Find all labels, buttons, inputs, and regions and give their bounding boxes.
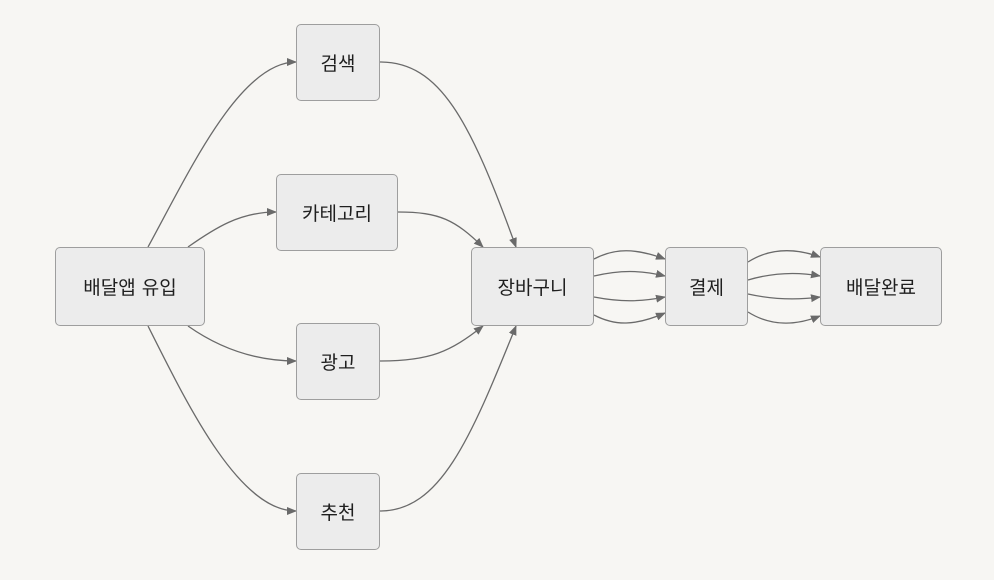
node-delivered: 배달완료: [820, 247, 942, 326]
edge-entry-ad: [187, 325, 297, 365]
edge-cart-payment-4: [593, 312, 666, 324]
edge-entry-category: [187, 208, 277, 248]
node-recommend: 추천: [296, 473, 380, 550]
edge-search-cart: [379, 61, 517, 248]
node-search: 검색: [296, 24, 380, 101]
edge-payment-delivered-3: [747, 293, 821, 303]
edge-cart-payment-3: [593, 294, 666, 303]
node-payment: 결제: [665, 247, 748, 326]
edge-payment-delivered-2: [747, 270, 821, 281]
node-ad: 광고: [296, 323, 380, 400]
edge-entry-search: [147, 58, 297, 248]
node-category: 카테고리: [276, 174, 398, 251]
edge-cart-payment-2: [593, 270, 666, 278]
edge-payment-delivered-4: [747, 311, 821, 324]
edge-ad-cart: [379, 325, 484, 362]
edge-recommend-cart: [379, 325, 517, 512]
node-entry: 배달앱 유입: [55, 247, 205, 326]
edge-cart-payment-1: [593, 250, 666, 260]
edge-category-cart: [397, 211, 484, 248]
edge-payment-delivered-1: [747, 250, 821, 263]
edge-entry-recommend: [147, 325, 297, 515]
node-cart: 장바구니: [471, 247, 594, 326]
